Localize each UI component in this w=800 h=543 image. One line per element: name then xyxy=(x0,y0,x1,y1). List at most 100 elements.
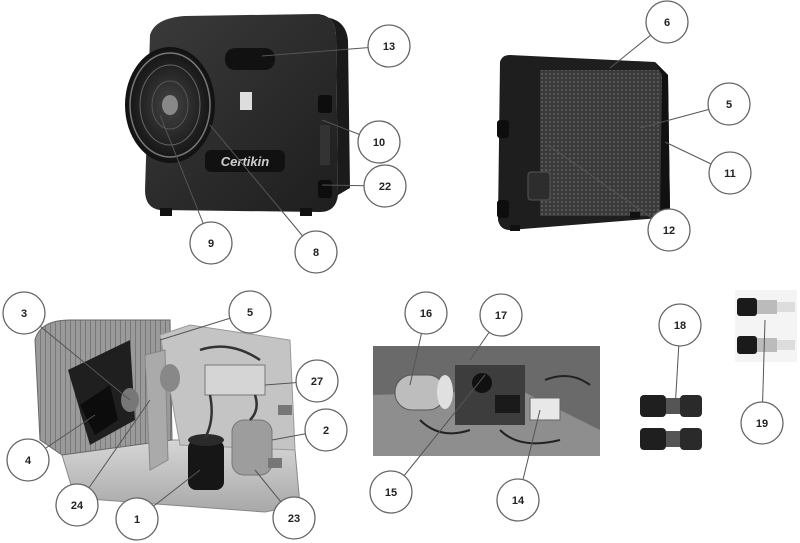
callout-number: 9 xyxy=(208,238,214,250)
evaporator-mesh-grille xyxy=(540,70,662,216)
callout-number: 27 xyxy=(311,376,323,388)
callout-number: 6 xyxy=(664,17,670,29)
callout-number: 18 xyxy=(674,320,686,332)
relay xyxy=(472,373,492,393)
callout-bubble xyxy=(189,221,233,265)
callout-number: 16 xyxy=(420,308,432,320)
callout-number: 17 xyxy=(495,310,507,322)
callout-19: 19 xyxy=(740,319,784,445)
drain-connector-bottom xyxy=(737,336,757,354)
titanium-heat-exchanger xyxy=(231,419,273,476)
refrigerant-pipework xyxy=(199,345,261,439)
callout-leader-line xyxy=(23,312,131,401)
water-connector-bottom xyxy=(318,180,332,198)
callout-12: 12 xyxy=(547,144,691,252)
callout-17: 17 xyxy=(469,293,523,361)
callout-number: 4 xyxy=(25,455,32,467)
callout-number: 15 xyxy=(385,487,397,499)
callout-bubble xyxy=(404,291,448,335)
callout-leader-line xyxy=(159,114,212,244)
callout-14: 14 xyxy=(496,409,541,522)
callout-number: 22 xyxy=(379,181,391,193)
callout-5: 5 xyxy=(159,290,272,341)
callout-bubble xyxy=(363,164,407,208)
brand-logo: Certikin xyxy=(221,154,269,169)
callout-number: 14 xyxy=(512,495,525,507)
callout-27: 27 xyxy=(264,359,339,403)
control-panel xyxy=(320,125,330,165)
callout-number: 23 xyxy=(288,513,300,525)
callout-bubble xyxy=(369,470,413,514)
callout-bubble xyxy=(645,0,689,44)
control-box xyxy=(204,364,266,396)
callout-bubble xyxy=(2,291,46,335)
callout-number: 10 xyxy=(373,137,385,149)
callout-leader-line xyxy=(209,124,317,253)
callout-bubble xyxy=(357,120,401,164)
callout-3: 3 xyxy=(2,291,131,401)
drain-connector-top xyxy=(737,298,757,316)
fan-hub xyxy=(162,95,178,115)
callout-6: 6 xyxy=(609,0,689,69)
callout-10: 10 xyxy=(321,119,401,164)
terminal-block xyxy=(529,397,561,421)
callout-bubble xyxy=(272,496,316,540)
pipe-connectors-view xyxy=(640,395,702,450)
power-socket xyxy=(527,171,551,201)
callout-bubble xyxy=(479,293,523,337)
brand-plate xyxy=(205,150,285,172)
callout-2: 2 xyxy=(271,408,348,452)
wiring xyxy=(419,375,591,445)
capacitor xyxy=(160,364,180,392)
callout-bubble xyxy=(115,497,159,541)
callout-9: 9 xyxy=(159,114,233,265)
callout-number: 13 xyxy=(383,41,395,53)
handle-slot xyxy=(225,48,275,70)
callout-number: 12 xyxy=(663,225,675,237)
callout-8: 8 xyxy=(209,124,338,274)
fan-blade xyxy=(80,385,118,435)
callout-15: 15 xyxy=(369,374,486,514)
callout-5: 5 xyxy=(639,82,751,129)
callout-number: 11 xyxy=(724,168,736,180)
heat-pump-front-view: Certikin xyxy=(125,14,350,216)
callout-18: 18 xyxy=(658,303,702,411)
warning-label xyxy=(240,92,252,110)
callout-bubble xyxy=(496,478,540,522)
callout-bubble xyxy=(708,151,752,195)
callout-bubble xyxy=(707,82,751,126)
callout-16: 16 xyxy=(404,291,448,386)
callout-number: 5 xyxy=(726,99,732,111)
water-connector-top xyxy=(318,95,332,113)
callout-bubble xyxy=(367,24,411,68)
callout-leader-line xyxy=(390,374,486,493)
callout-13: 13 xyxy=(261,24,411,68)
connector-union-bottom-left xyxy=(640,428,666,450)
callout-bubble xyxy=(304,408,348,452)
unit-side-panel xyxy=(315,14,350,195)
callout-number: 1 xyxy=(134,514,140,526)
callout-bubble xyxy=(647,208,691,252)
callout-11: 11 xyxy=(664,141,752,195)
callout-bubble xyxy=(295,359,339,403)
compressor xyxy=(188,440,224,490)
heat-pump-rear-view xyxy=(497,55,670,231)
electrical-detail-view xyxy=(373,346,600,456)
callout-4: 4 xyxy=(6,414,96,482)
callout-bubble xyxy=(658,303,702,347)
drain-connectors-view xyxy=(735,290,797,362)
callout-number: 2 xyxy=(323,425,329,437)
callout-bubble xyxy=(294,230,338,274)
callout-number: 24 xyxy=(71,500,84,512)
callout-number: 3 xyxy=(21,308,27,320)
callout-bubble xyxy=(55,483,99,527)
callout-23: 23 xyxy=(254,469,316,540)
connector-union-top-left xyxy=(640,395,666,417)
callout-number: 8 xyxy=(313,247,319,259)
callout-leader-line xyxy=(547,144,670,231)
callout-number: 19 xyxy=(756,418,768,430)
callout-24: 24 xyxy=(55,399,151,527)
callout-bubble xyxy=(6,438,50,482)
